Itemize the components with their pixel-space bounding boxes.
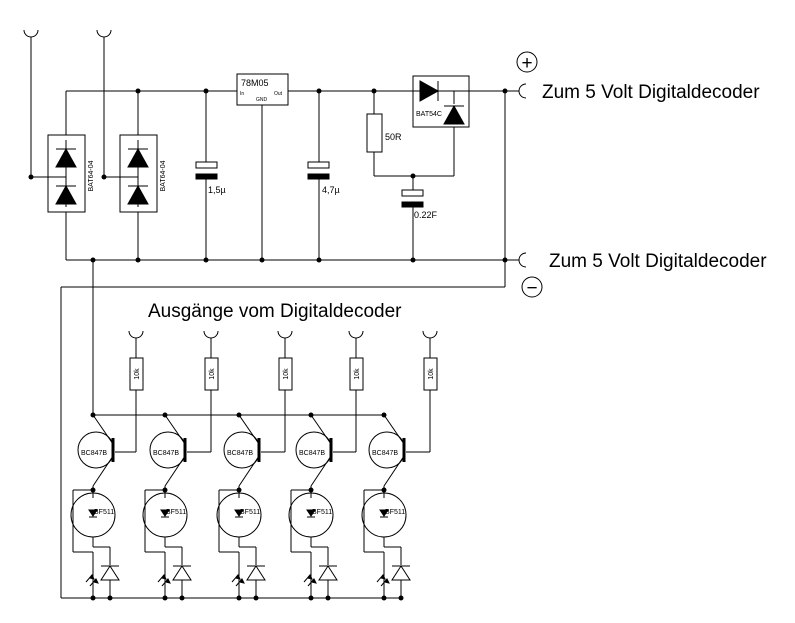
- output-plus-label: Zum 5 Volt Digitaldecoder: [542, 82, 760, 103]
- transistor-label: BC847B: [299, 450, 325, 457]
- power-junctions: [28, 88, 508, 263]
- plus-circle: [516, 51, 538, 73]
- output-terminal: [422, 330, 438, 339]
- led: [318, 565, 338, 581]
- led: [391, 565, 411, 581]
- minus-sign: −: [526, 278, 537, 299]
- led: [172, 565, 192, 581]
- output-terminal: [128, 330, 144, 339]
- led: [100, 565, 120, 581]
- base-resistor-label: 10k: [428, 368, 435, 380]
- regulator-gnd-label: GND: [256, 97, 268, 103]
- sensor-label: BF511: [94, 509, 114, 516]
- base-resistor-label: 10k: [354, 368, 361, 380]
- led: [246, 565, 266, 581]
- cap-1-label: 1,5µ: [208, 185, 226, 195]
- base-resistor-label: 10k: [134, 368, 141, 380]
- output-terminal-plus: [518, 83, 527, 99]
- diode-pack-box: [412, 75, 470, 128]
- outputs-heading: Ausgänge vom Digitaldecoder: [148, 301, 402, 322]
- output-terminal-minus: [518, 252, 527, 268]
- output-terminal: [203, 330, 219, 339]
- bridge-2-label: BAT64-04: [160, 160, 167, 191]
- transistor-label: BC847B: [227, 450, 253, 457]
- bridge-1-label: BAT64-04: [88, 160, 95, 191]
- output-minus-label: Zum 5 Volt Digitaldecoder: [549, 251, 767, 272]
- regulator-out-label: Out: [274, 91, 283, 97]
- resistor-50r: [366, 113, 383, 153]
- sensor-label: BF511: [312, 509, 332, 516]
- plus-sign: +: [521, 53, 532, 74]
- regulator-label: 78M05: [241, 78, 269, 88]
- base-resistor-label: 10k: [283, 368, 290, 380]
- base-resistor-label: 10k: [209, 368, 216, 380]
- power-section: [23, 29, 543, 598]
- cap-2-label: 4,7µ: [322, 185, 340, 195]
- transistor-label: BC847B: [372, 450, 398, 457]
- output-terminal: [348, 330, 364, 339]
- input-terminal-right: [96, 29, 112, 38]
- transistor-label: BC847B: [81, 450, 107, 457]
- cap-3-label: 0.22F: [414, 210, 438, 220]
- minus-circle: [521, 276, 543, 298]
- output-terminal: [277, 330, 293, 339]
- resistor-50r-label: 50R: [385, 132, 402, 142]
- sensor-label: BF511: [240, 509, 260, 516]
- regulator-in-label: In: [240, 91, 244, 97]
- transistor-label: BC847B: [153, 450, 179, 457]
- sensor-label: BF511: [166, 509, 186, 516]
- diode-pack-label: BAT54C: [416, 111, 442, 118]
- input-terminal-left: [23, 29, 39, 38]
- sensor-label: BF511: [385, 509, 405, 516]
